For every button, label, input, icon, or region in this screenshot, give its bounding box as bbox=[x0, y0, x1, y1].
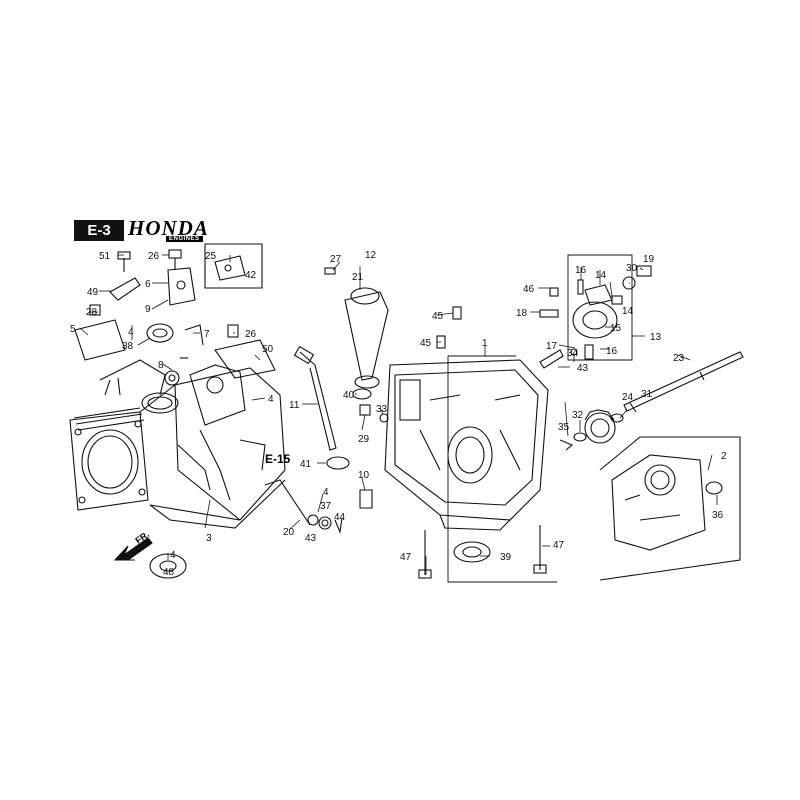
callout: 27 bbox=[330, 254, 342, 265]
callout: 14 bbox=[595, 270, 607, 281]
callout: 45 bbox=[432, 311, 444, 322]
callout: 6 bbox=[145, 279, 151, 290]
callout: 42 bbox=[245, 270, 257, 281]
callout: 20 bbox=[283, 527, 295, 538]
callout: 23 bbox=[673, 353, 685, 364]
section-badge: E-3 bbox=[74, 220, 124, 241]
callout: 13 bbox=[650, 332, 662, 343]
direction-arrow bbox=[113, 537, 153, 561]
cross-ref-label: E-15 bbox=[265, 452, 291, 466]
callout: 24 bbox=[622, 392, 634, 403]
callout: 4 bbox=[170, 550, 176, 561]
callout: 4 bbox=[268, 394, 274, 405]
callout: 7 bbox=[204, 329, 210, 340]
callout: 44 bbox=[334, 512, 346, 523]
callout: 31 bbox=[641, 389, 653, 400]
callout: 21 bbox=[352, 272, 364, 283]
callout: 1 bbox=[482, 338, 488, 349]
callout-numbers: 51 26 25 42 6 49 9 28 5 4 38 7 26 8 50 4… bbox=[70, 250, 727, 578]
callout: 29 bbox=[358, 434, 370, 445]
callout: 17 bbox=[546, 341, 558, 352]
callout: 4 bbox=[323, 487, 329, 498]
callout: 30 bbox=[626, 263, 638, 274]
callout: 2 bbox=[721, 451, 727, 462]
callout: 37 bbox=[320, 501, 332, 512]
callout: 26 bbox=[245, 329, 257, 340]
callout: 19 bbox=[643, 254, 655, 265]
callout: 32 bbox=[572, 410, 584, 421]
callout: 9 bbox=[145, 304, 151, 315]
small-parts-center bbox=[264, 388, 389, 535]
dipstick bbox=[293, 345, 350, 470]
callout: 25 bbox=[205, 251, 217, 262]
callout: 45 bbox=[420, 338, 432, 349]
oil-filler-tube bbox=[324, 267, 389, 389]
callout: 26 bbox=[148, 251, 160, 262]
callout: 46 bbox=[523, 284, 535, 295]
bracket-inset bbox=[204, 243, 263, 289]
callout: 36 bbox=[712, 510, 724, 521]
callout: 43 bbox=[577, 363, 589, 374]
callout: 12 bbox=[365, 250, 377, 261]
camshaft bbox=[623, 351, 744, 413]
callout: 16 bbox=[575, 265, 587, 276]
callout: 33 bbox=[376, 404, 388, 415]
brand-sub-label: ENGINES bbox=[166, 236, 203, 242]
governor-arm-parts bbox=[74, 249, 276, 386]
callout: 15 bbox=[610, 323, 622, 334]
callout: 47 bbox=[400, 552, 412, 563]
crankcase-cover bbox=[384, 306, 549, 579]
callout: 3 bbox=[206, 533, 212, 544]
cylinder-block bbox=[69, 359, 286, 529]
callout: 51 bbox=[99, 251, 111, 262]
callout: 8 bbox=[158, 360, 164, 371]
callout: 39 bbox=[500, 552, 512, 563]
callout: 48 bbox=[163, 567, 175, 578]
callout: 43 bbox=[305, 533, 317, 544]
callout: 35 bbox=[558, 422, 570, 433]
governor-gear-assembly bbox=[539, 265, 652, 369]
callout: 47 bbox=[553, 540, 565, 551]
callout: 11 bbox=[289, 400, 300, 411]
callout: 38 bbox=[122, 341, 134, 352]
callout: 16 bbox=[606, 346, 618, 357]
callout: 40 bbox=[343, 390, 355, 401]
leader-lines bbox=[79, 254, 718, 575]
callout: 10 bbox=[358, 470, 370, 481]
callout: 5 bbox=[70, 324, 76, 335]
callout: 14 bbox=[622, 306, 634, 317]
callout: 18 bbox=[516, 308, 528, 319]
callout: 50 bbox=[262, 344, 274, 355]
callout: 4 bbox=[128, 327, 134, 338]
callout: 34 bbox=[567, 348, 579, 359]
callout: 28 bbox=[86, 307, 98, 318]
inset-crankcase-view bbox=[599, 436, 741, 581]
callout: 41 bbox=[300, 459, 312, 470]
callout: 49 bbox=[87, 287, 99, 298]
camshaft-gear bbox=[559, 409, 624, 451]
